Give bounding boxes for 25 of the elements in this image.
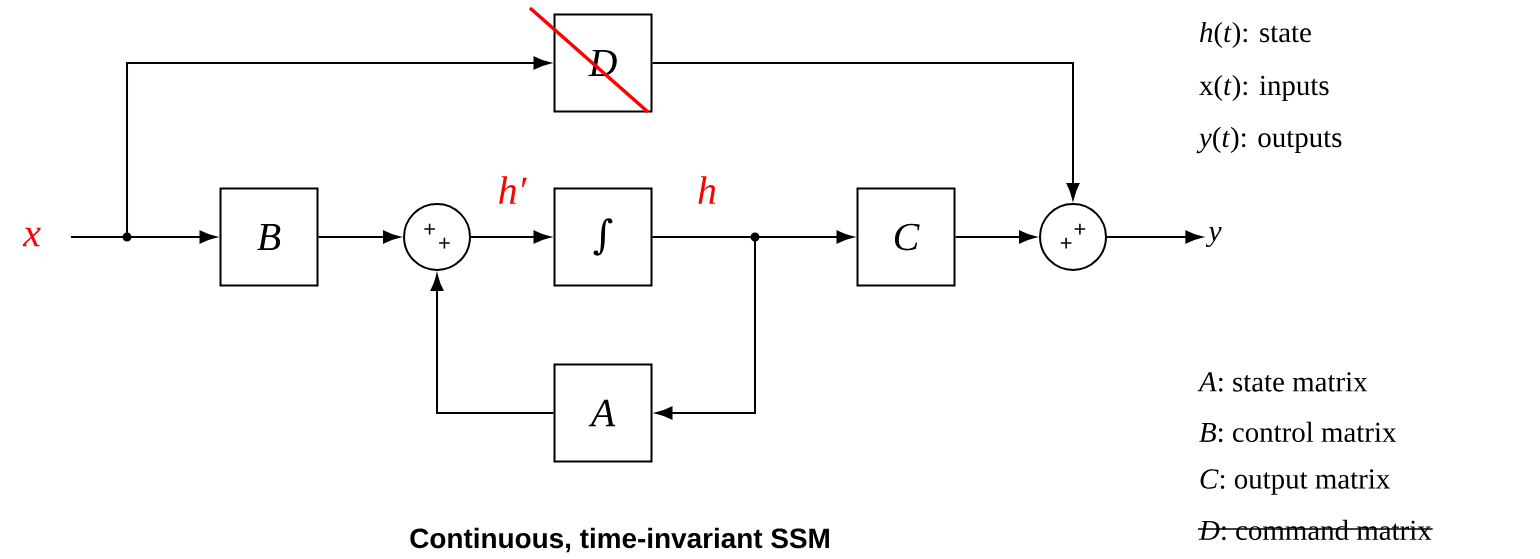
block-box: A [553,363,653,463]
summing-junction: + + [403,203,471,271]
input-variable: x [22,227,41,247]
arrow [430,274,555,414]
definition-text: B: control matrix [1199,421,1397,443]
arrow [1106,230,1202,244]
arrow [70,56,551,238]
block-box: C [856,187,956,287]
caption: Continuous, time-invariant SSM [410,527,829,553]
edge-label: h [698,176,716,204]
arrow [317,230,400,244]
arrow [651,62,1080,200]
arrow [470,230,551,244]
arrow [954,230,1036,244]
definition-text: x(t): inputs [1199,74,1329,102]
arrow [651,236,756,420]
definition-text: A: state matrix [1197,372,1368,392]
summing-junction: + + [1039,203,1107,271]
block-box: ∫ [553,187,653,287]
edge-label: h′ [499,176,527,204]
output-variable: y [1205,226,1222,248]
definition-text: C: output matrix [1200,469,1390,495]
block-box: B [219,187,319,287]
definition-text: h(t): state [1200,21,1311,49]
definition-text: y(t): outputs [1196,126,1342,154]
